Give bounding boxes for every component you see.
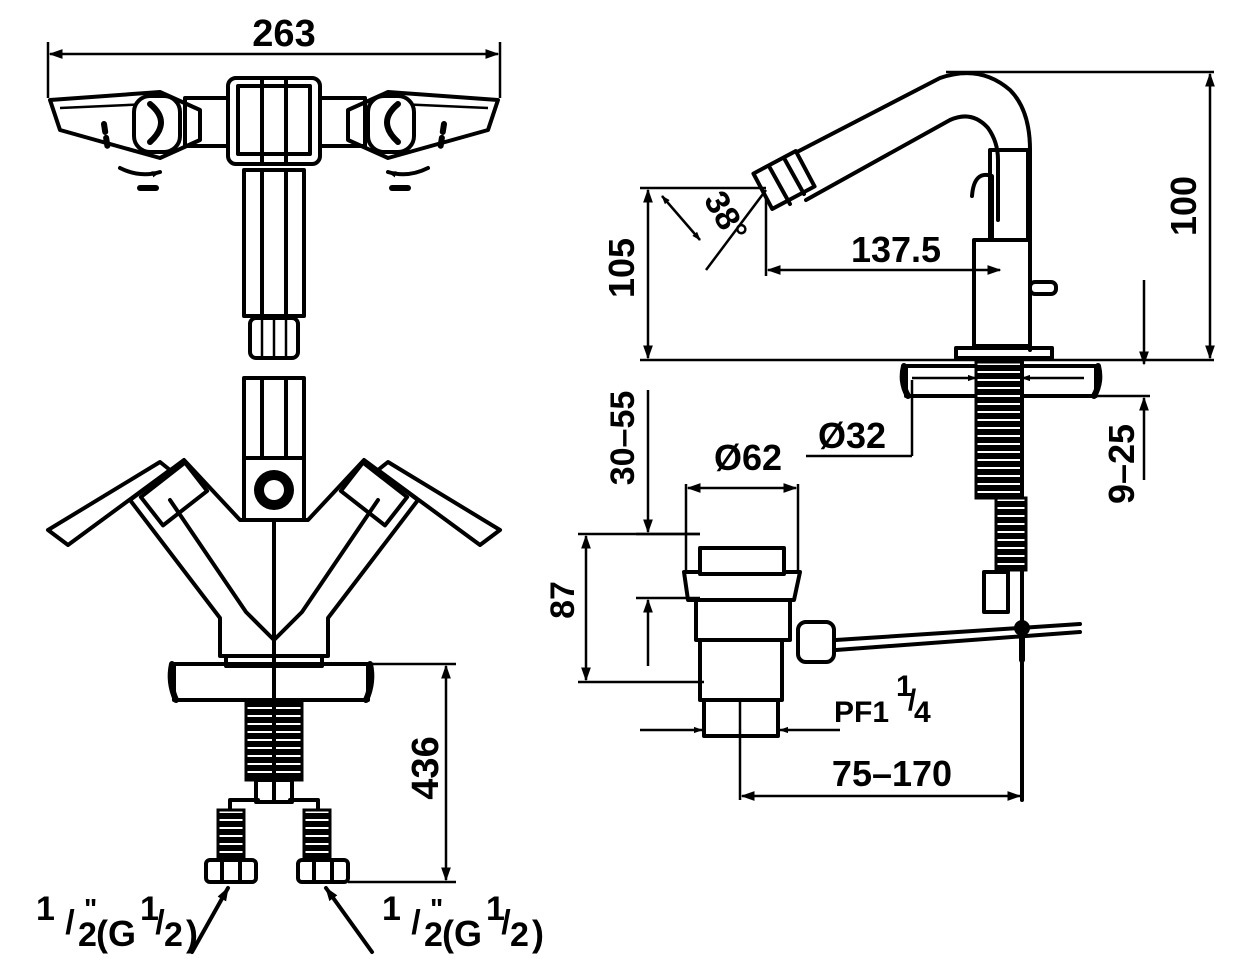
conn-left-whole: 1 (36, 890, 55, 928)
dim-spray-angle: 38° (696, 185, 755, 249)
conn-left-slash: / (65, 904, 75, 942)
conn-right-slash: / (411, 904, 421, 942)
connection-label-left: 1 / 2 " (G 1 / 2 ) (36, 890, 198, 954)
conn-right-close: ) (532, 913, 544, 954)
drain-thread-prefix: PF1 (834, 696, 889, 729)
dim-spray-height: 105 (601, 238, 642, 298)
drain-thread-slash: / (908, 684, 917, 717)
drain-thread-label: PF1 1 / 4 (834, 670, 931, 729)
dim-drain-diameter: Ø62 (714, 437, 782, 478)
front-view (46, 376, 502, 954)
conn-left-gslash: / (155, 904, 165, 942)
dim-spout-reach: 137.5 (851, 229, 941, 270)
top-view (46, 42, 502, 360)
dim-drain-height: 87 (544, 581, 582, 619)
dim-deck-thickness: 9–25 (1101, 424, 1142, 504)
dim-height-front: 436 (405, 736, 447, 799)
dim-spout-height: 100 (1163, 176, 1204, 236)
conn-right-gnum: 1 (486, 890, 505, 928)
drain-thread-num: 1 (896, 670, 913, 703)
conn-right-g: (G (442, 913, 482, 954)
conn-right-den: 2 (424, 916, 443, 954)
dim-deck-hole: Ø32 (818, 415, 886, 456)
conn-left-gden: 2 (164, 916, 183, 954)
conn-left-g: (G (96, 913, 136, 954)
conn-right-gden: 2 (510, 916, 529, 954)
conn-left-close: ) (186, 913, 198, 954)
dim-rod-reach: 75–170 (832, 753, 952, 794)
connection-label-right: 1 / 2 " (G 1 / 2 ) (382, 890, 544, 954)
conn-left-den: 2 (78, 916, 97, 954)
conn-left-gnum: 1 (140, 890, 159, 928)
conn-right-gslash: / (501, 904, 511, 942)
drain-thread-den: 4 (914, 696, 931, 729)
conn-left-inch: " (84, 893, 97, 924)
conn-right-inch: " (430, 893, 443, 924)
side-view (578, 70, 1215, 802)
conn-right-whole: 1 (382, 890, 401, 928)
dim-width-overall: 263 (252, 13, 315, 55)
dim-drain-range: 30–55 (604, 391, 642, 486)
